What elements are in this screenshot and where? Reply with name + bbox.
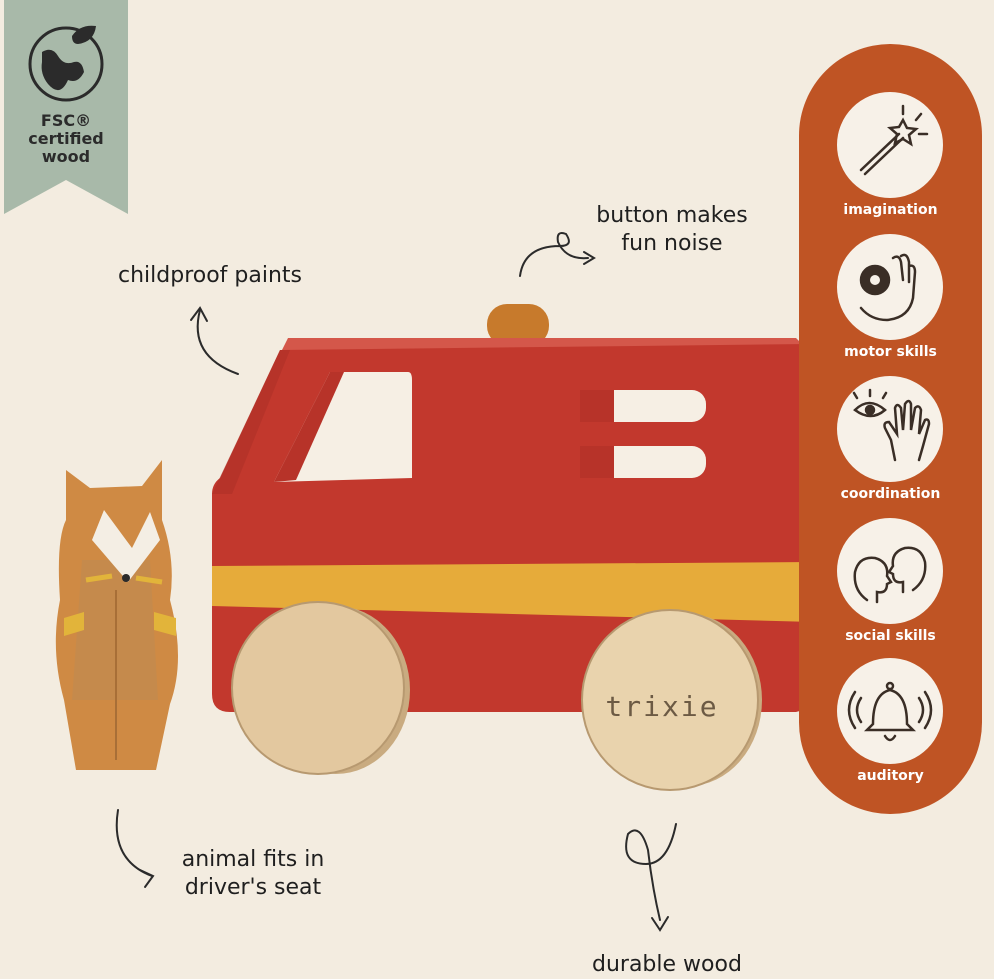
label-button-noise: button makes fun noise: [596, 203, 748, 256]
arrow-button: [519, 232, 589, 277]
skill-imagination: imagination: [799, 92, 982, 232]
fox-figure: [55, 460, 178, 770]
front-wheel: [581, 609, 759, 791]
skill-coordination: coordination: [799, 376, 982, 516]
faces-talking-icon: [853, 546, 927, 604]
label-childproof-paints: childproof paints: [118, 263, 303, 288]
arrow-wood: [625, 823, 677, 921]
skill-label: motor skills: [844, 344, 937, 360]
fsc-line-1: FSC®: [40, 111, 92, 130]
skill-social-skills: social skills: [799, 518, 982, 658]
hand-grabbing-icon: [859, 253, 917, 322]
fsc-badge: FSC® certified wood: [4, 0, 128, 214]
arrow-paints-head: [190, 306, 208, 322]
arrow-animal-head: [139, 869, 155, 888]
skill-auditory: auditory: [799, 658, 982, 798]
arrow-button-head: [583, 251, 596, 265]
eye-hand-icon: [852, 388, 931, 462]
siren-button: [487, 304, 549, 346]
fsc-banner-shape: [4, 0, 128, 214]
skill-label: imagination: [843, 202, 938, 218]
rear-wheel: [231, 601, 405, 775]
arrow-animal: [115, 809, 153, 877]
truck-stripe: [212, 562, 814, 622]
fsc-line-3: wood: [41, 147, 91, 166]
label-animal-fits: animal fits in driver's seat: [181, 847, 325, 900]
skill-label: coordination: [840, 486, 941, 502]
truck-window: [274, 372, 412, 482]
magic-wand-icon: [859, 104, 929, 176]
arrow-wood-head: [651, 916, 669, 932]
skill-label: auditory: [857, 768, 924, 784]
bell-icon: [847, 681, 933, 742]
fire-truck: trixie: [212, 304, 814, 791]
skill-label: social skills: [845, 628, 936, 644]
arrow-paints: [196, 309, 239, 375]
globe-leaf-icon: [28, 25, 104, 102]
fsc-line-2: certified: [28, 129, 104, 148]
label-durable-wood: durable wood: [592, 952, 742, 977]
skill-motor-skills: motor skills: [799, 234, 982, 374]
skills-panel: imagination motor skills co: [799, 44, 982, 814]
brand-logo: trixie: [605, 690, 718, 723]
